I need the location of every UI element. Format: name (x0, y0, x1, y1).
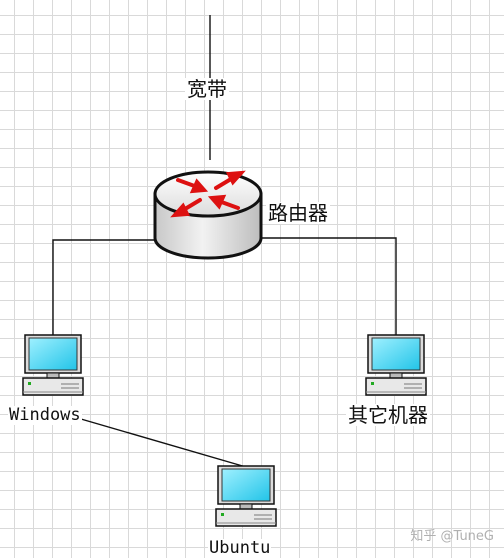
ubuntu-computer-icon (215, 465, 277, 527)
line-router-to-windows (52, 239, 162, 336)
broadband-label: 宽带 (185, 77, 229, 101)
other-computer-icon (365, 334, 427, 396)
ubuntu-label: Ubuntu (208, 538, 272, 558)
other-machines-label: 其它机器 (346, 403, 430, 427)
router-label: 路由器 (266, 201, 330, 225)
watermark: 知乎 @TuneG (410, 529, 494, 544)
windows-label: Windows (8, 405, 82, 425)
router-icon (153, 170, 263, 260)
line-router-to-other (262, 237, 397, 336)
windows-computer-icon (22, 334, 84, 396)
line-windows-to-ubuntu (49, 409, 247, 468)
